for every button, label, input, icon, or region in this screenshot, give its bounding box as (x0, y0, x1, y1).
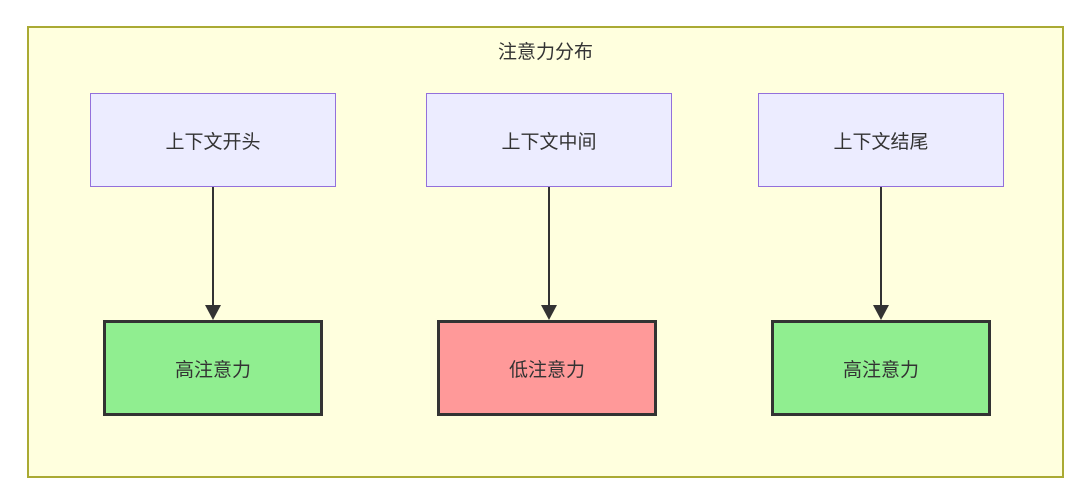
node-context-middle: 上下文中间 (426, 93, 672, 187)
node-high-attention-1: 高注意力 (103, 320, 323, 416)
arrow-head-icon (541, 305, 557, 320)
node-context-beginning: 上下文开头 (90, 93, 336, 187)
node-label: 上下文开头 (165, 131, 261, 153)
attention-distribution-container: 注意力分布 上下文开头 高注意力 上下文中间 低注意力 上下文结尾 高注意力 (27, 26, 1064, 478)
node-label: 高注意力 (174, 359, 251, 381)
arrow-line-2 (548, 187, 550, 307)
arrow-head-icon (205, 305, 221, 320)
node-label: 上下文中间 (501, 131, 597, 153)
node-low-attention: 低注意力 (437, 320, 657, 416)
arrow-head-icon (873, 305, 889, 320)
node-high-attention-2: 高注意力 (771, 320, 991, 416)
node-context-end: 上下文结尾 (758, 93, 1004, 187)
arrow-line-3 (880, 187, 882, 307)
node-label: 低注意力 (508, 359, 585, 381)
node-label: 高注意力 (842, 359, 919, 381)
diagram-title: 注意力分布 (497, 42, 593, 63)
arrow-line-1 (212, 187, 214, 307)
node-label: 上下文结尾 (833, 131, 929, 153)
